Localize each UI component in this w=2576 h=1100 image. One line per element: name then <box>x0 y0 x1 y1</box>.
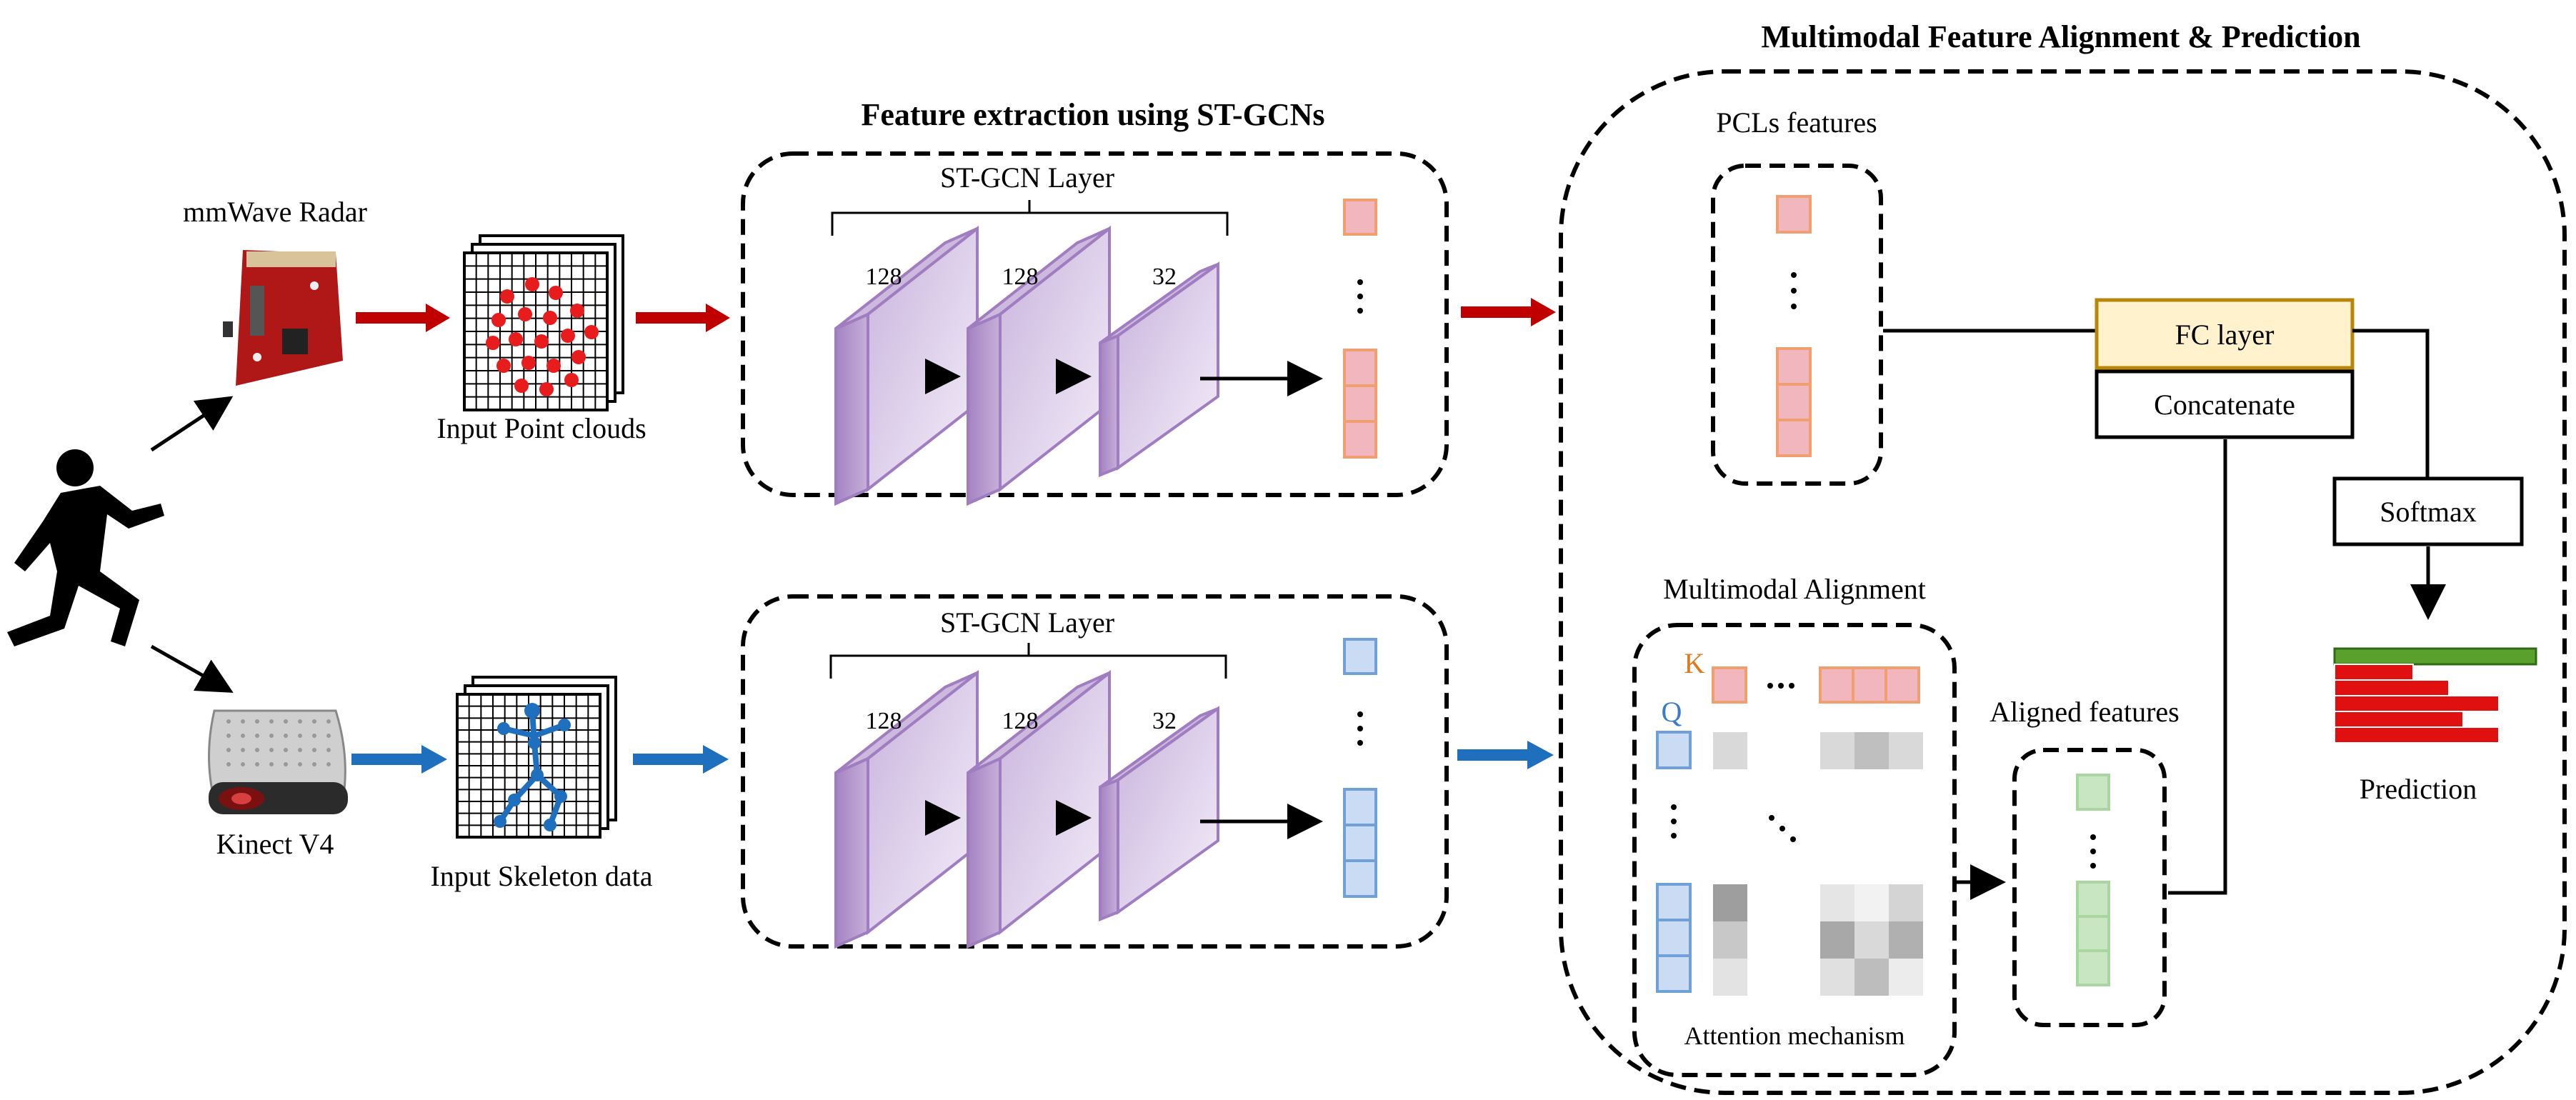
multimodal-box <box>1559 69 2567 1095</box>
channel-label-2-bottom: 128 <box>1002 708 1039 734</box>
runner-to-kinect-arrow <box>150 644 234 693</box>
softmax-box <box>2332 476 2524 546</box>
prediction-label: Prediction <box>2360 773 2477 805</box>
channel-label-2-top: 128 <box>1002 264 1039 290</box>
stgcn-bracket-top <box>831 211 1229 236</box>
attention-label: Attention mechanism <box>1684 1021 1905 1050</box>
channel-label-3-bottom: 32 <box>1152 708 1177 734</box>
feature-extraction-title: Feature extraction using ST-GCNs <box>862 97 1325 132</box>
softmax-label: Softmax <box>2380 496 2477 528</box>
kinect-label: Kinect V4 <box>216 828 334 860</box>
fc-layer-box <box>2095 298 2355 370</box>
aligned-to-concatenate-line <box>2168 439 2227 895</box>
channel-label-3-top: 32 <box>1152 264 1177 290</box>
radar-board-icon <box>223 250 343 386</box>
stgcn-box-top <box>741 151 1449 497</box>
concatenate-box <box>2095 369 2355 439</box>
skeleton-grid-icon <box>456 676 617 839</box>
aligned-features-label: Aligned features <box>1990 696 2179 728</box>
pcl-features-label: PCLs features <box>1716 106 1877 139</box>
fc-to-softmax-line <box>2352 329 2430 477</box>
runner-icon <box>7 449 164 646</box>
stgcn-layers-top <box>834 225 1219 506</box>
k-label: K <box>1684 647 1705 679</box>
aligned-feature-vector <box>2076 774 2110 986</box>
stgcn-bracket-bottom <box>829 654 1227 679</box>
kinect-icon <box>208 709 348 814</box>
feature-vector-bottom <box>1343 638 1377 898</box>
stgcn-layer-label-bottom: ST-GCN Layer <box>940 606 1114 639</box>
multimodal-alignment-label: Multimodal Alignment <box>1663 573 1926 605</box>
stgcn-layer-label-top: ST-GCN Layer <box>940 161 1114 194</box>
channel-label-1-top: 128 <box>866 264 902 290</box>
concatenate-label: Concatenate <box>2154 389 2295 421</box>
prediction-bars <box>2333 647 2537 744</box>
channel-label-1-bottom: 128 <box>866 708 902 734</box>
point-cloud-label: Input Point clouds <box>436 412 646 444</box>
stgcn-layers-bottom <box>834 669 1219 949</box>
runner-to-radar-arrow <box>150 396 234 452</box>
point-cloud-grid-icon <box>463 234 624 411</box>
stgcn-box-bottom <box>741 594 1449 949</box>
multimodal-title: Multimodal Feature Alignment & Predictio… <box>1761 19 2360 54</box>
alignment-box <box>1632 623 1957 1077</box>
q-label: Q <box>1662 696 1682 728</box>
radar-label: mmWave Radar <box>183 196 367 228</box>
fc-layer-label: FC layer <box>2175 319 2275 351</box>
aligned-features-box <box>2012 748 2167 1027</box>
pcl-feature-vector <box>1776 195 1812 457</box>
skeleton-label: Input Skeleton data <box>430 860 652 892</box>
attention-matrix <box>1656 666 1923 996</box>
feature-vector-top <box>1343 199 1377 459</box>
pcl-features-box <box>1711 164 1883 486</box>
